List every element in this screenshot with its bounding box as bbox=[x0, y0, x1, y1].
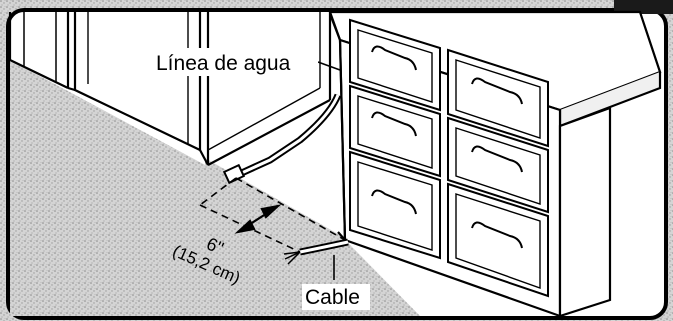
left-cabinet bbox=[8, 12, 332, 166]
cable-label: Cable bbox=[305, 286, 360, 309]
electrical-cable bbox=[283, 238, 349, 265]
water-line bbox=[222, 93, 342, 185]
water-fitting bbox=[222, 163, 246, 185]
drawer-1 bbox=[349, 18, 441, 112]
water-line-leader bbox=[317, 61, 341, 71]
drawer-3 bbox=[349, 150, 441, 260]
cable-label-bg bbox=[302, 284, 370, 310]
corner-tab bbox=[614, 0, 673, 14]
water-line-label: Línea de agua bbox=[156, 52, 291, 75]
dimension-inches-label: 6" bbox=[204, 233, 227, 258]
dimension-arrow bbox=[234, 204, 282, 234]
drawer-2 bbox=[349, 84, 441, 178]
drawer-5 bbox=[447, 116, 549, 214]
drawer-6 bbox=[447, 182, 549, 298]
water-line-label-bg bbox=[152, 48, 318, 76]
dimension-guides bbox=[199, 177, 346, 253]
drawers bbox=[349, 18, 549, 298]
drawer-4 bbox=[447, 48, 549, 148]
